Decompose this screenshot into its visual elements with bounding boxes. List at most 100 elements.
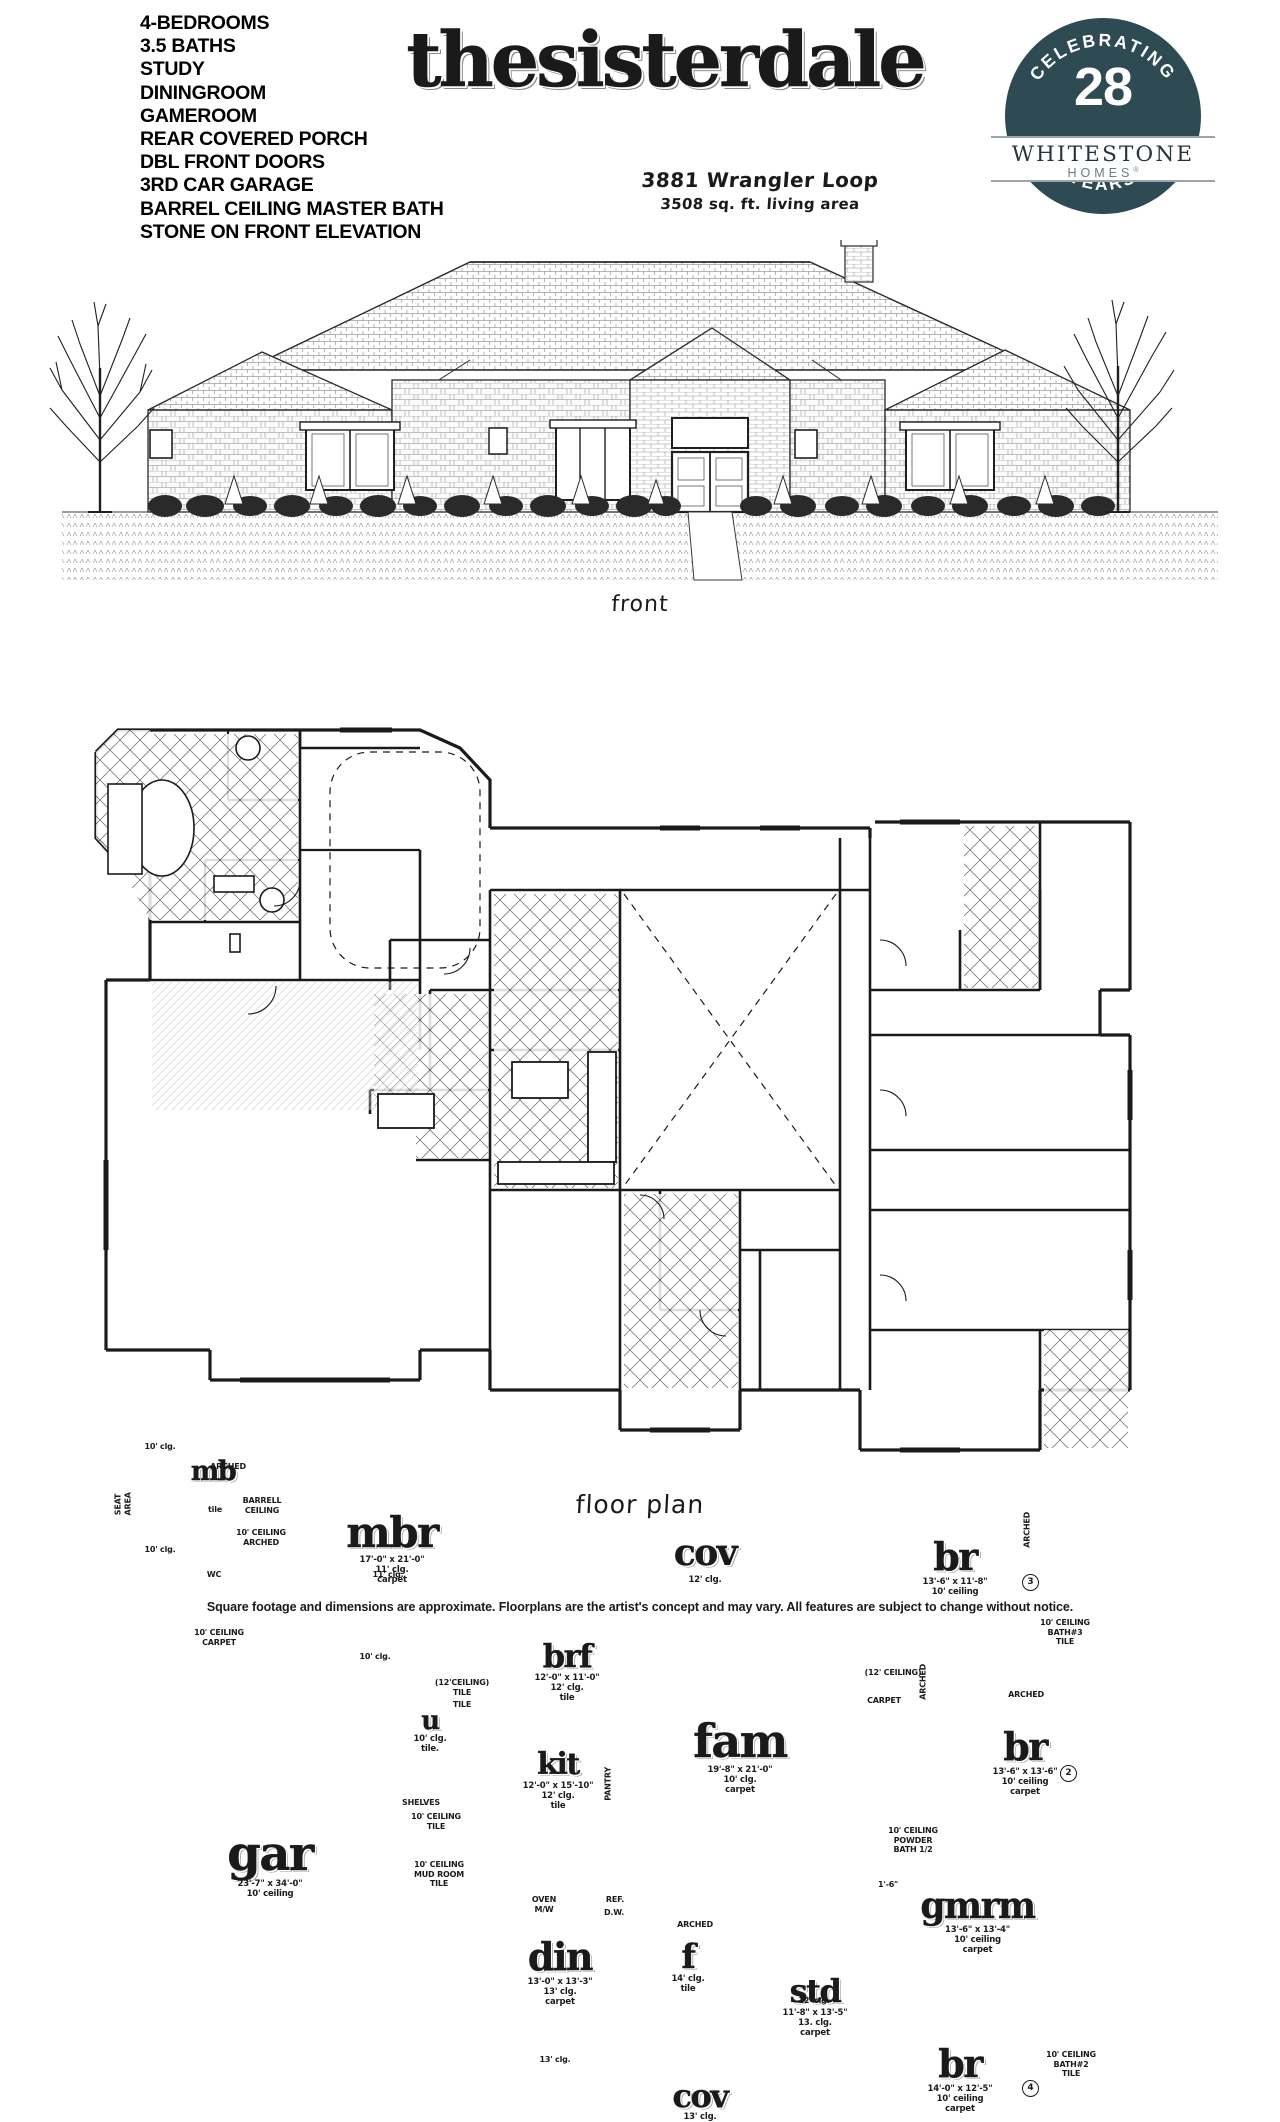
room-name: br: [938, 2041, 983, 2086]
room-note: 12' clg.tile: [550, 1683, 584, 1703]
tree-left: [49, 301, 155, 513]
room-name: din: [527, 1934, 594, 1979]
room-label-std: std 11'-8" x 13'-5" 13. clg.carpet: [765, 1975, 865, 2038]
floorplan-svg: [94, 727, 1133, 1453]
feature-item: BARREL CEILING MASTER BATH: [140, 197, 444, 220]
elevation-caption: front: [610, 592, 670, 617]
room-name: brf: [542, 1637, 593, 1675]
bedroom-number-badge-3: 3: [1022, 1574, 1039, 1591]
annotation-arched-br3: ARCHED: [1008, 1690, 1044, 1699]
room-dimensions: 13'-6" x 11'-8": [922, 1577, 988, 1587]
room-dimensions: 11'-8" x 13'-5": [782, 2008, 848, 2018]
feature-item: STONE ON FRONT ELEVATION: [140, 220, 421, 243]
document-footer: Square footage and dimensions are approx…: [0, 1600, 1280, 1614]
room-dimensions: 19'-8" x 21'-0": [707, 1765, 773, 1775]
plan-title: thesisterdale: [406, 15, 927, 105]
bedroom-number-badge-2: 2: [1060, 1765, 1077, 1782]
logo-band-rule-bottom: [991, 180, 1215, 182]
registered-mark-icon: ®: [1133, 166, 1139, 174]
room-name: fam: [693, 1714, 789, 1768]
room-note: 13' clg.carpet: [543, 1987, 577, 2007]
logo-homes-text: HOMES: [1067, 166, 1134, 180]
annotation-ref: REF.: [605, 1895, 625, 1904]
front-elevation-drawing: front: [0, 237, 1280, 630]
logo-band-rule-top: [991, 136, 1215, 138]
room-name: gmrm: [920, 1885, 1036, 1927]
room-name: cov: [673, 1532, 738, 1574]
annotation-arched-hall: ARCHED: [1022, 1511, 1032, 1548]
room-label-fam: fam 19'-8" x 21'-0" 10' clg.carpet: [660, 1718, 820, 1795]
feature-item: GAMEROOM: [140, 104, 257, 127]
annotation-dw: D.W.: [603, 1908, 625, 1917]
floorplan-caption: floor plan: [574, 1490, 706, 1519]
annotation-arched-std: ARCHED: [677, 1920, 713, 1929]
room-dimensions: 12'-0" x 15'-10": [522, 1781, 594, 1791]
room-note: 11' clg.carpet: [375, 1565, 409, 1585]
annotation-cov-clg: 12' clg.: [798, 1996, 830, 2005]
document-header: 4-BEDROOMS 3.5 BATHS STUDY DININGROOM GA…: [0, 0, 1280, 250]
annotation-mb-clg-bot: 10' clg.: [144, 1545, 176, 1554]
annotation-arched-hall-2: ARCHED: [918, 1663, 928, 1700]
room-label-gar: gar 23'-7" x 34'-0" 10' ceiling: [200, 1830, 340, 1899]
room-label-mbr: mbr 17'-0" x 21'-0" 11' clg.carpet: [322, 1511, 462, 1585]
logo-anniversary-number: 28: [1073, 57, 1133, 117]
room-note: 13' clg.: [683, 2112, 717, 2122]
address-block: 3881 Wrangler Loop 3508 sq. ft. living a…: [560, 168, 960, 213]
room-label-cov-rear: cov 12' clg.: [645, 1535, 765, 1585]
room-note: 13. clg.carpet: [798, 2018, 832, 2038]
room-note: 10' ceiling: [931, 1587, 979, 1597]
room-name: cov: [672, 2077, 729, 2115]
logo-sub-name: HOMES®: [1005, 166, 1201, 180]
room-dimensions: 17'-0" x 21'-0": [359, 1555, 425, 1565]
feature-item: STUDY: [140, 58, 205, 81]
annotation-shelves: SHELVES: [402, 1798, 440, 1807]
feature-item: 3RD CAR GARAGE: [140, 174, 314, 197]
room-name: kit: [537, 1747, 580, 1782]
annotation-mbr-clg: 10' clg.: [359, 1652, 391, 1661]
room-dimensions: 13'-0" x 13'-3": [527, 1977, 593, 1987]
room-dimensions: 13'-6" x 13'-4": [944, 1925, 1010, 1935]
feature-list: 4-BEDROOMS 3.5 BATHS STUDY DININGROOM GA…: [140, 12, 480, 244]
living-area-sqft: 3508 sq. ft. living area: [659, 195, 861, 213]
annotation-pantry: PANTRY: [603, 1766, 613, 1801]
annotation-wc: WC: [206, 1570, 222, 1579]
feature-item: 3.5 BATHS: [140, 35, 236, 58]
feature-item: DININGROOM: [140, 81, 266, 104]
logo-band: [991, 136, 1215, 182]
logo-brand-name: WHITESTONE: [1011, 142, 1195, 167]
room-label-brf: brf 12'-0" x 11'-0" 12' clg.tile: [512, 1640, 622, 1703]
annotation-carpet-hall: CARPET: [867, 1696, 901, 1705]
room-label-kit: kit 12'-0" x 15'-10" 12' clg.tile: [508, 1747, 608, 1811]
room-name: u: [421, 1706, 440, 1736]
room-dimensions: 14'-0" x 12'-5": [927, 2084, 993, 2094]
room-label-br3: br 13'-6" x 11'-8" 10' ceiling: [895, 1537, 1015, 1597]
bedroom-number-badge-4: 4: [1022, 2080, 1039, 2097]
room-note: 10' clg.tile.: [413, 1734, 447, 1754]
whitestone-homes-logo: CELEBRATING YEARS 28 WHITESTONE HOMES®: [991, 18, 1215, 214]
annotation-offset-dim: 1'-6": [877, 1880, 899, 1889]
room-label-utility: u 10' clg.tile.: [405, 1708, 455, 1754]
room-name: gar: [227, 1826, 314, 1882]
room-note: 14' clg.tile: [671, 1974, 705, 1994]
room-name: f: [681, 1937, 696, 1977]
room-note: 12' clg.: [688, 1575, 722, 1585]
room-note: 10' ceiling: [246, 1889, 294, 1899]
feature-item: 4-BEDROOMS: [140, 12, 270, 34]
floor-plan-drawing: mb mbr 17'-0" x 21'-0" 11' clg.carpet co…: [0, 690, 1280, 2122]
room-name: std: [789, 1972, 842, 2010]
room-note: 12' clg.tile: [541, 1791, 575, 1811]
annotation-mbr-clg-2: 11' clg.: [372, 1570, 404, 1579]
annotation-util-tile: TILE: [452, 1700, 472, 1709]
